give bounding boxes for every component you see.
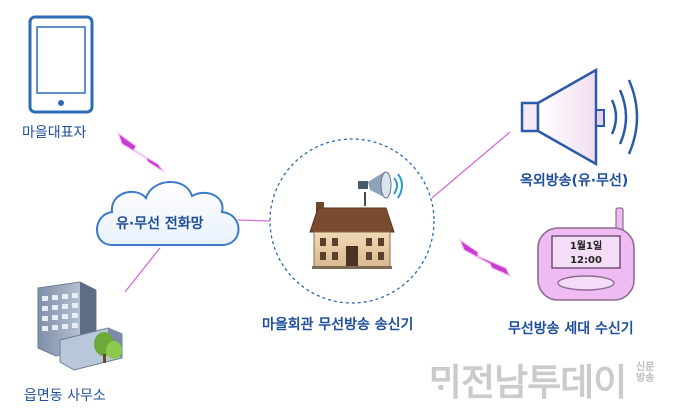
connection-lines (124, 131, 511, 293)
lightning-icon (458, 238, 512, 278)
transmitter-label: 마을회관 무선방송 송신기 (262, 317, 414, 333)
representative-label: 마을대표자 (22, 125, 87, 141)
building-icon (37, 281, 123, 371)
lightning-icon (116, 131, 165, 173)
receiver-screen-date: 1월1일 (570, 239, 602, 252)
link-cloud-to-office (124, 247, 161, 293)
megaphone-icon (358, 171, 403, 206)
speaker-icon (520, 67, 639, 167)
link-transmitter-to-outdoor (431, 131, 511, 199)
network-label: 유·무선 전화망 (116, 216, 204, 232)
receiver-label: 무선방송 세대 수신기 (508, 321, 634, 337)
receiver-screen-time: 12:00 (570, 255, 602, 266)
transmitter-coverage-circle (269, 138, 435, 304)
cloud-icon (96, 181, 240, 246)
office-label: 읍면동 사무소 (24, 388, 106, 404)
link-cloud-to-transmitter (237, 219, 271, 222)
pager-icon: 1월1일 12:00 (537, 207, 635, 301)
watermark-logo: ᄆᆡ전남투데이 (428, 361, 627, 404)
outdoor-label: 옥외방송(유·무선) (520, 173, 629, 189)
watermark-side-text: 신문방송 (636, 362, 655, 384)
house-icon (309, 202, 395, 269)
tablet-icon (28, 15, 94, 114)
